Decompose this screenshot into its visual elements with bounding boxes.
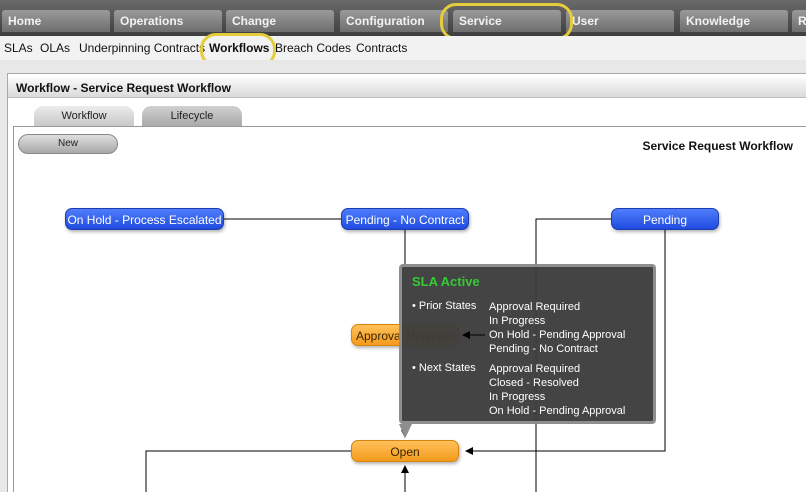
next-state-item: On Hold - Pending Approval: [489, 405, 626, 417]
subnav-underpinning-contracts[interactable]: Underpinning Contracts: [79, 41, 206, 55]
tab-lifecycle[interactable]: Lifecycle: [142, 106, 242, 126]
subnav-workflows[interactable]: Workflows: [209, 41, 270, 55]
state-pending-no-contract[interactable]: Pending - No Contract: [341, 208, 469, 230]
top-navigation-bar: Home Operations Change Configuration Ser…: [0, 0, 806, 38]
prior-states-label: • Prior States: [412, 300, 477, 312]
subnav-olas[interactable]: OLAs: [40, 41, 71, 55]
next-states-list: Approval Required Closed - Resolved In P…: [489, 362, 625, 418]
connector-open-left: [145, 447, 358, 492]
state-on-hold-process-escalated[interactable]: On Hold - Process Escalated: [65, 208, 224, 230]
next-state-item: Closed - Resolved: [489, 377, 579, 389]
panel-title: Workflow - Service Request Workflow: [8, 78, 806, 98]
connector-pending-to-open: [465, 424, 666, 455]
nav-tab-home[interactable]: Home: [2, 10, 110, 32]
nav-tab-configuration[interactable]: Configuration: [340, 10, 448, 32]
next-state-item: In Progress: [489, 391, 546, 403]
subnav-breach-codes[interactable]: Breach Codes: [275, 41, 352, 55]
workflow-title: Service Request Workflow: [642, 139, 794, 153]
tab-workflow[interactable]: Workflow: [34, 106, 134, 126]
subnav-contracts[interactable]: Contracts: [356, 41, 408, 55]
nav-tab-change[interactable]: Change: [226, 10, 334, 32]
prior-states-list: Approval Required In Progress On Hold - …: [489, 300, 625, 356]
sla-active-label: SLA Active: [412, 274, 480, 289]
state-open[interactable]: Open: [351, 440, 459, 462]
next-states-label: • Next States: [412, 362, 476, 374]
nav-tab-service[interactable]: Service: [453, 10, 561, 32]
prior-state-item: On Hold - Pending Approval: [489, 329, 626, 341]
new-button[interactable]: New: [18, 134, 118, 154]
prior-state-item: Pending - No Contract: [489, 343, 598, 355]
subnav-slas[interactable]: SLAs: [4, 41, 33, 55]
prior-state-item: In Progress: [489, 315, 546, 327]
state-info-popup: SLA Active • Prior States Approval Requi…: [399, 264, 656, 424]
nav-tab-r[interactable]: R: [792, 10, 806, 32]
nav-tab-knowledge[interactable]: Knowledge: [680, 10, 788, 32]
nav-tab-operations[interactable]: Operations: [114, 10, 222, 32]
nav-tab-user[interactable]: User: [566, 10, 674, 32]
state-pending[interactable]: Pending: [611, 208, 719, 230]
sub-navigation-bar: SLAs OLAs Underpinning Contracts Workflo…: [0, 36, 806, 60]
prior-state-item: Approval Required: [489, 301, 581, 313]
next-state-item: Approval Required: [489, 363, 581, 375]
